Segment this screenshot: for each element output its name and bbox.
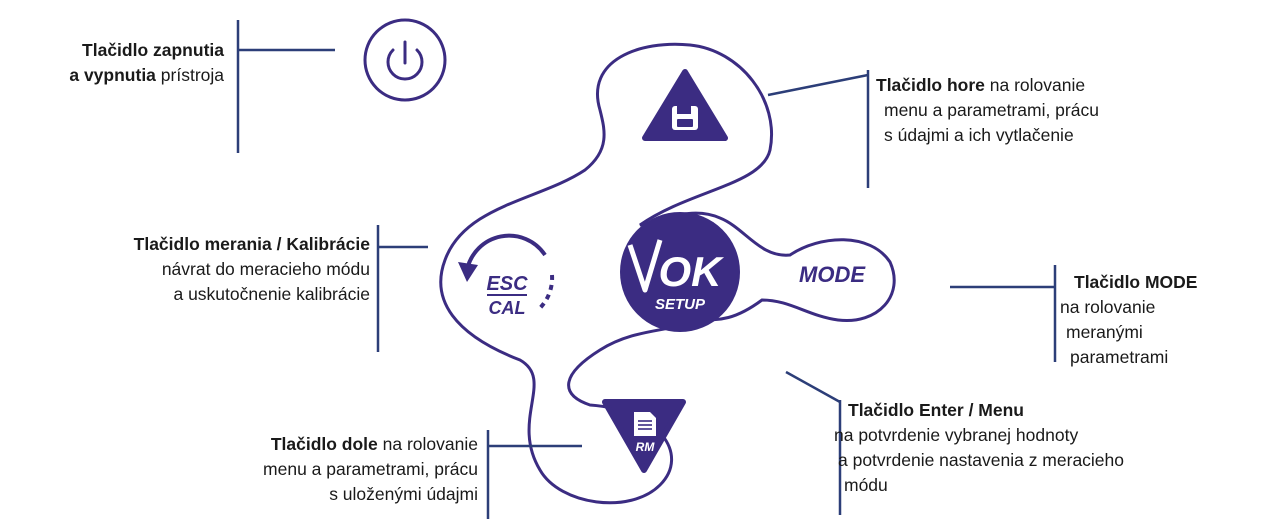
up-button[interactable] xyxy=(642,69,728,141)
esc-label-line3: a uskutočnenie kalibrácie xyxy=(173,284,370,304)
ok-setup-button[interactable]: OK SETUP xyxy=(620,212,740,332)
enter-label-line3: a potvrdenie nastavenia z meracieho xyxy=(838,450,1125,470)
mode-label-line2: na rolovanie xyxy=(1060,297,1156,317)
esc-label: Tlačidlo merania / Kalibrácie návrat do … xyxy=(134,232,370,307)
up-label-title: Tlačidlo hore xyxy=(876,75,985,95)
down-label-line2: menu a parametrami, prácu xyxy=(263,459,478,479)
esc-cal-button[interactable]: ESC CAL xyxy=(458,233,555,318)
setup-key-label: SETUP xyxy=(655,296,706,313)
callout-lines xyxy=(236,20,1057,519)
rm-key-label: RM xyxy=(636,440,656,454)
up-label-line2: menu a parametrami, prácu xyxy=(884,100,1099,120)
floppy-disk-icon xyxy=(672,106,698,130)
enter-label-line2: na potvrdenie vybranej hodnoty xyxy=(834,425,1079,445)
power-label: Tlačidlo zapnutia a vypnutia prístroja xyxy=(69,38,224,88)
document-icon xyxy=(634,412,656,436)
enter-label-line4: módu xyxy=(844,475,888,495)
mode-key-label: MODE xyxy=(799,262,866,287)
esc-label-line2: návrat do meracieho módu xyxy=(161,259,370,279)
mode-label: Tlačidlo MODE na rolovanie meranými para… xyxy=(1060,270,1198,370)
down-label: Tlačidlo dole na rolovanie menu a parame… xyxy=(263,432,478,507)
power-button[interactable] xyxy=(363,18,447,102)
up-label-line3: s údajmi a ich vytlačenie xyxy=(884,125,1074,145)
power-label-title: Tlačidlo zapnutia xyxy=(82,40,224,60)
keypad-outline xyxy=(439,42,896,505)
up-label: Tlačidlo hore na rolovanie menu a parame… xyxy=(876,73,1099,148)
cal-key-label: CAL xyxy=(489,298,526,318)
enter-label-title: Tlačidlo Enter / Menu xyxy=(848,400,1024,420)
mode-label-title: Tlačidlo MODE xyxy=(1074,272,1198,292)
enter-label: Tlačidlo Enter / Menu na potvrdenie vybr… xyxy=(834,398,1124,498)
ok-key-label: OK xyxy=(659,248,725,295)
power-label-title-2: a vypnutia xyxy=(69,65,156,85)
down-label-line3: s uloženými údajmi xyxy=(329,484,478,504)
dashed-arc-icon xyxy=(538,274,555,310)
down-label-title: Tlačidlo dole xyxy=(270,434,378,454)
mode-button[interactable]: MODE xyxy=(799,262,866,287)
down-button[interactable]: RM xyxy=(602,399,686,473)
esc-key-label: ESC xyxy=(486,273,528,295)
checkmark-icon xyxy=(627,239,663,293)
return-arrow-icon xyxy=(465,233,547,271)
power-icon xyxy=(386,40,424,81)
mode-label-line3: meranými xyxy=(1066,322,1143,342)
esc-label-title: Tlačidlo merania / Kalibrácie xyxy=(133,234,370,254)
power-label-text: prístroja xyxy=(155,65,224,85)
up-label-text: na rolovanie xyxy=(984,75,1086,95)
mode-label-line4: parametrami xyxy=(1070,347,1169,367)
down-label-text: na rolovanie xyxy=(377,434,478,454)
